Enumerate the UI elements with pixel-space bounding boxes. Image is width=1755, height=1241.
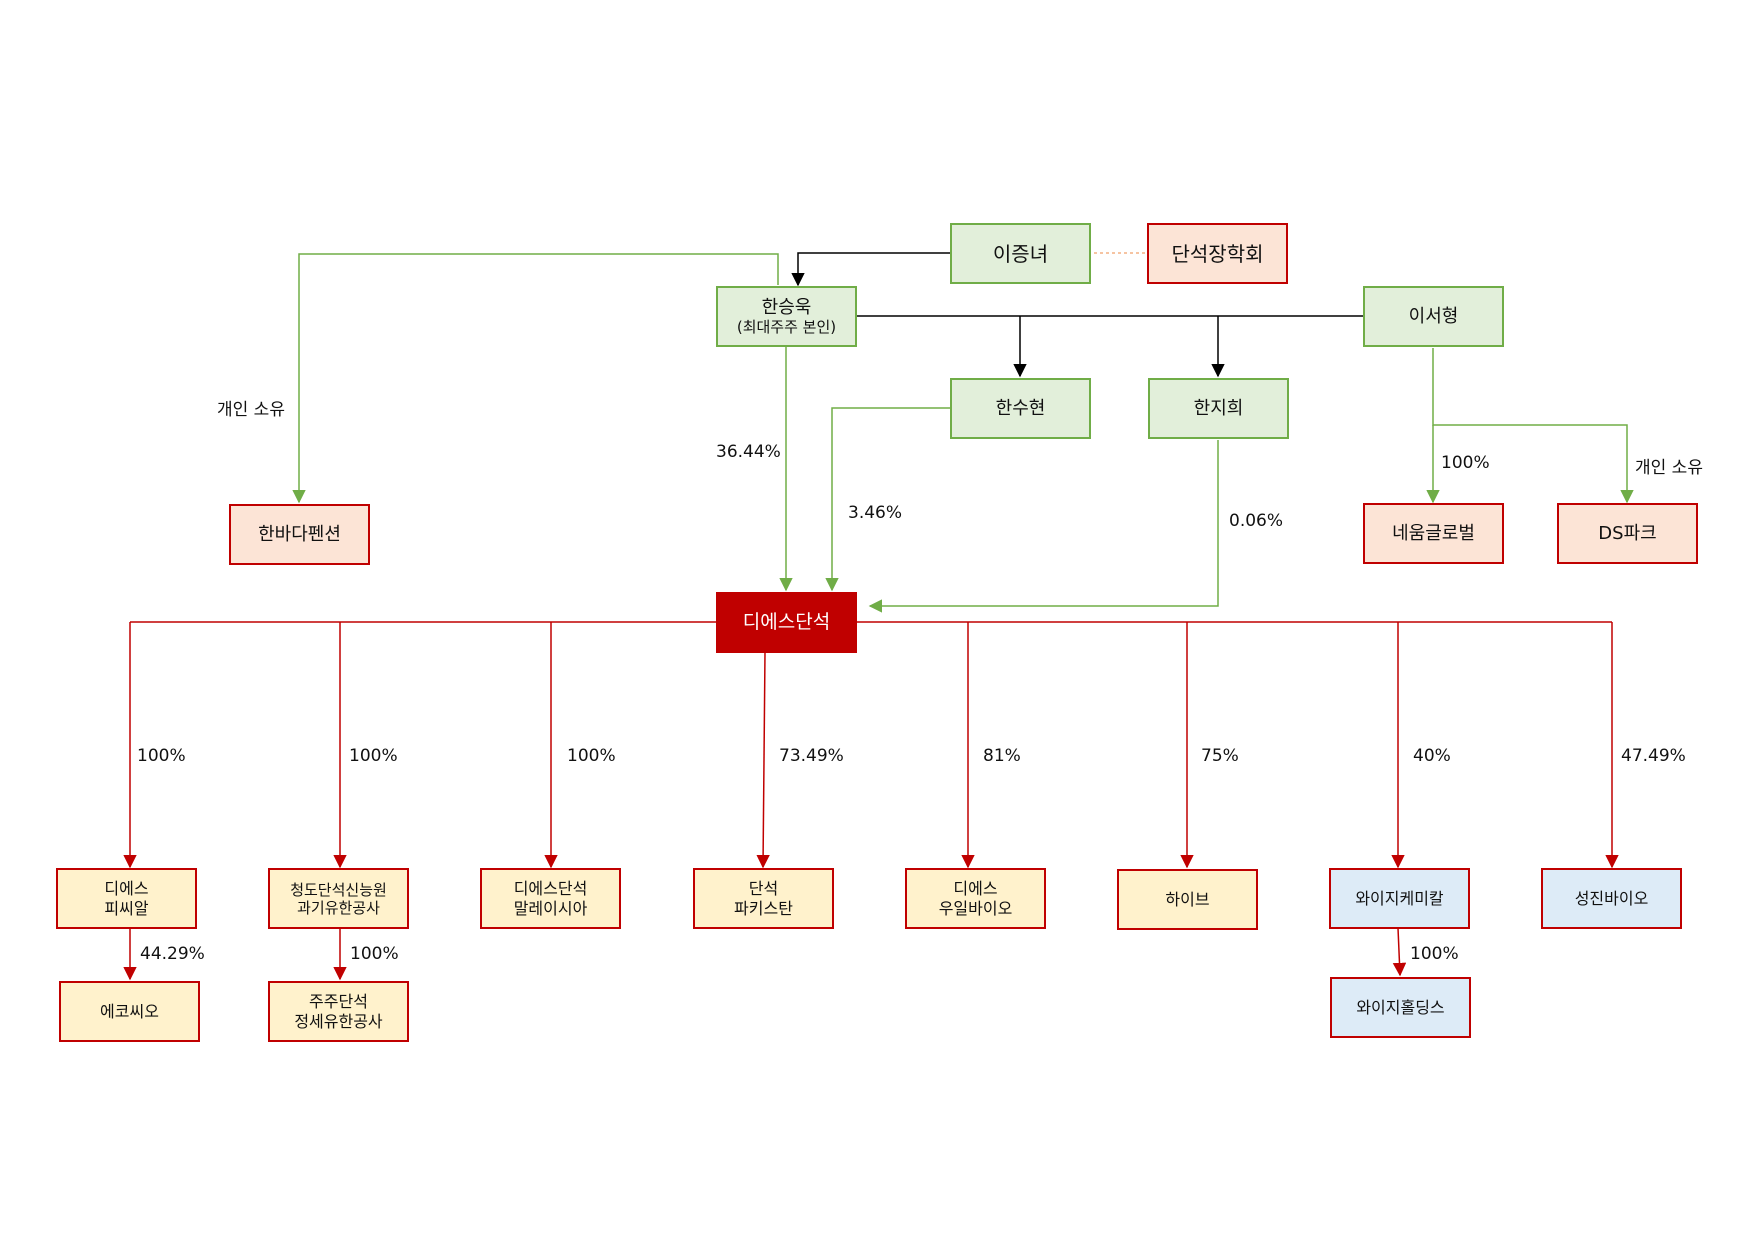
label-pct-346: 3.46% (848, 503, 903, 523)
edge-to-pakistan (756, 651, 770, 869)
node-label: 한지희 (1193, 397, 1244, 419)
label-personal-own-2: 개인 소유 (1635, 458, 1703, 478)
label-pct-pakistan: 73.49% (779, 746, 844, 766)
node-han-suhyeon[interactable]: 한수현 (950, 378, 1091, 439)
node-label: 이증녀 (992, 241, 1049, 266)
node-hive[interactable]: 하이브 (1117, 869, 1258, 930)
node-label: 와이지홀딩스 (1356, 997, 1445, 1017)
node-label-line2: 피씨알 (104, 898, 149, 918)
node-neum-global[interactable]: 네움글로벌 (1363, 503, 1504, 564)
node-lee-jeungnyeo[interactable]: 이증녀 (950, 223, 1091, 284)
label-pct-wooil: 81% (983, 746, 1021, 766)
node-label-line2: 우일바이오 (938, 898, 1013, 918)
label-pct-qingdao: 100% (349, 746, 398, 766)
label-pct-yj: 40% (1413, 746, 1451, 766)
label-pct-sungjin: 47.49% (1621, 746, 1686, 766)
node-ds-pcr[interactable]: 디에스 피씨알 (56, 868, 197, 929)
edge-seohyeong-branch (1432, 348, 1634, 504)
label-pct-ecossio: 44.29% (140, 944, 205, 964)
label-pct-36: 36.44% (716, 442, 781, 462)
node-label: DS파크 (1598, 522, 1657, 544)
node-label-line2: 말레이시아 (513, 898, 588, 918)
node-ecossio[interactable]: 에코씨오 (59, 981, 200, 1042)
node-label-line1: 디에스 (104, 879, 149, 899)
node-label: 한승욱 (761, 296, 812, 318)
node-sungjin-bio[interactable]: 성진바이오 (1541, 868, 1682, 929)
node-label: 단석장학회 (1171, 241, 1264, 266)
node-label-line2: 파키스탄 (734, 898, 793, 918)
node-danseok-foundation[interactable]: 단석장학회 (1147, 223, 1288, 284)
node-yj-chemical[interactable]: 와이지케미칼 (1329, 868, 1470, 929)
node-ds-danseok[interactable]: 디에스단석 (716, 592, 857, 653)
node-label: 한수현 (995, 397, 1046, 419)
label-pct-006: 0.06% (1229, 511, 1284, 531)
node-ds-wooil[interactable]: 디에스 우일바이오 (905, 868, 1046, 929)
node-lee-seohyeong[interactable]: 이서형 (1363, 286, 1504, 347)
node-zhuzhou[interactable]: 주주단석 정세유한공사 (268, 981, 409, 1042)
label-pct-malaysia: 100% (567, 746, 616, 766)
node-qingdao[interactable]: 청도단석신능원 과기유한공사 (268, 868, 409, 929)
node-label-line2: 정세유한공사 (294, 1011, 383, 1031)
label-pct-yjh: 100% (1410, 944, 1459, 964)
node-label-line1: 단석 (748, 879, 779, 899)
node-han-seunguk[interactable]: 한승욱 (최대주주 본인) (716, 286, 857, 347)
node-yj-holdings[interactable]: 와이지홀딩스 (1330, 977, 1471, 1038)
edge-lee-to-han (791, 252, 950, 287)
node-label: 와이지케미칼 (1355, 888, 1444, 908)
node-label-line1: 청도단석신능원 (290, 880, 387, 899)
node-label: 디에스단석 (742, 611, 831, 634)
node-label: 하이브 (1165, 889, 1210, 909)
node-label-line1: 주주단석 (309, 992, 368, 1012)
node-label: 에코씨오 (100, 1001, 159, 1021)
node-ds-malaysia[interactable]: 디에스단석 말레이시아 (480, 868, 621, 929)
node-ds-pakistan[interactable]: 단석 파키스탄 (693, 868, 834, 929)
node-sublabel: (최대주주 본인) (736, 318, 837, 337)
node-label: 성진바이오 (1574, 888, 1649, 908)
node-label-line1: 디에스단석 (513, 879, 588, 899)
node-han-jihui[interactable]: 한지희 (1148, 378, 1289, 439)
node-label: 이서형 (1408, 305, 1459, 327)
label-pct-hive: 75% (1201, 746, 1239, 766)
label-pct-zhuzhou: 100% (350, 944, 399, 964)
node-label: 네움글로벌 (1392, 522, 1475, 544)
node-label-line1: 디에스 (953, 879, 998, 899)
edge-yj-to-yjh (1392, 927, 1407, 977)
node-ds-park[interactable]: DS파크 (1557, 503, 1698, 564)
edge-suhyeon-to-ds (825, 407, 950, 592)
label-pct-neum: 100% (1441, 453, 1490, 473)
node-label: 한바다펜션 (258, 523, 341, 545)
node-hanbada-pension[interactable]: 한바다펜션 (229, 504, 370, 565)
edge-han-to-hanbada (292, 253, 779, 504)
edge-jihui-to-ds (868, 440, 1219, 613)
label-personal-own-1: 개인 소유 (217, 400, 285, 420)
label-pct-pcr: 100% (137, 746, 186, 766)
node-label-line2: 과기유한공사 (297, 898, 380, 917)
